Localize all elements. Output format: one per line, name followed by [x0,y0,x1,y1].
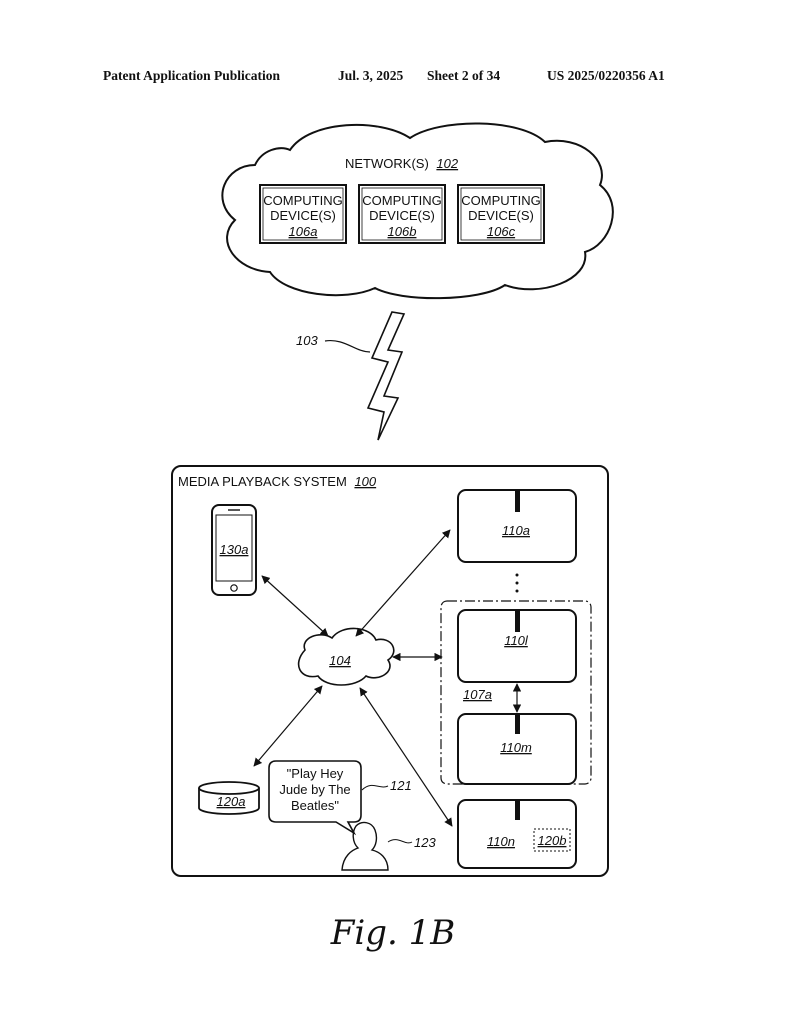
device-b-line2: DEVICE(S) [369,208,435,223]
system-label: MEDIA PLAYBACK SYSTEM [178,474,347,489]
svg-text:MEDIA PLAYBACK SYSTEM 100: MEDIA PLAYBACK SYSTEM 100 [178,474,377,489]
device-a-line1: COMPUTING [263,193,342,208]
device-c-line1: COMPUTING [461,193,540,208]
publication-number: US 2025/0220356 A1 [547,68,665,83]
publication-date: Jul. 3, 2025 [338,68,404,83]
speech-bubble: "Play Hey Jude by The Beatles" [268,760,362,836]
device-a-ref: 106a [289,224,318,239]
computing-device-a: COMPUTING DEVICE(S) 106a [259,184,347,244]
device-c-ref: 106c [487,224,516,239]
player-110a-ref: 110a [502,523,530,538]
speech-ref-leader [361,784,389,791]
user-ref: 123 [414,835,436,850]
player-110n: 110n 120b [457,799,577,869]
user-silhouette [341,821,389,871]
player-110l-ref: 110l [504,633,529,648]
speech-line1: "Play Hey [287,766,344,781]
speech-line2: Jude by The [279,782,350,797]
arrow-hub-120a [253,685,323,767]
group-ref: 107a [463,687,492,702]
publication-title: Patent Application Publication [103,68,281,83]
system-ref: 100 [354,474,376,489]
wireless-link-bolt [366,311,406,441]
phone-device: 130a [211,504,257,596]
computing-device-b: COMPUTING DEVICE(S) 106b [358,184,446,244]
nmd-120a: 120a [198,781,260,815]
media-playback-system-box [171,465,609,877]
patent-header: Patent Application Publication Jul. 3, 2… [0,68,794,88]
player-110n-ref: 110n [487,834,515,849]
sheet-number: Sheet 2 of 34 [427,68,501,83]
device-b-ref: 106b [388,224,417,239]
arrow-phone-hub [261,575,329,637]
device-a-line2: DEVICE(S) [270,208,336,223]
speech-line3: Beatles" [291,798,339,813]
link-ref-leader [324,340,371,353]
player-110m: 110m [457,713,577,785]
network-cloud [221,122,614,300]
computing-device-c: COMPUTING DEVICE(S) 106c [457,184,545,244]
device-b-line1: COMPUTING [362,193,441,208]
speech-ref: 121 [390,778,412,793]
network-ref: 102 [436,156,458,171]
hub-cloud [297,627,395,686]
phone-ref: 130a [220,542,249,557]
device-c-line2: DEVICE(S) [468,208,534,223]
arrow-hub-110n [359,687,453,827]
embedded-nmd-ref: 120b [538,833,567,848]
user-ref-leader [387,839,413,844]
player-110m-ref: 110m [500,740,532,755]
hub-ref: 104 [329,653,351,668]
arrow-hub-110a [355,529,451,637]
svg-text:NETWORK(S) 102: NETWORK(S) 102 [345,156,459,171]
player-110a: 110a [457,489,577,563]
link-ref: 103 [296,333,318,348]
player-110l: 110l [457,609,577,683]
network-label: NETWORK(S) [345,156,429,171]
nmd-ref: 120a [217,794,246,809]
ellipsis-dots [515,573,519,593]
figure-label: Fig. 1B [330,913,455,953]
